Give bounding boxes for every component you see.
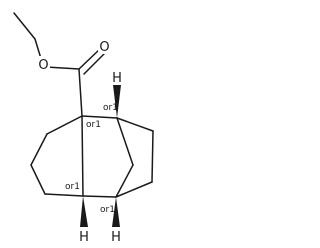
chemical-structure: O O H H H or1 or1 or1 or1	[13, 12, 154, 245]
bond-ring-c1-c2	[46, 115, 83, 135]
bond-ring-c3-c4	[30, 164, 46, 195]
carbonyl-oxygen-label: O	[99, 40, 109, 55]
wedge-top-bridgehead-h	[113, 85, 121, 118]
bond-ethano	[151, 130, 154, 183]
stereo-label-quaternary: or1	[86, 120, 101, 130]
wedge-bottom-bridgehead-h	[112, 197, 120, 227]
wedge-fusion-h	[80, 196, 88, 227]
top-bridgehead-hydrogen-label: H	[112, 71, 122, 86]
bond-carbonyl-double-1	[78, 47, 102, 70]
bond-quaternary-top-bridgehead	[81, 115, 118, 119]
bond-ring-c4-c5	[44, 193, 84, 197]
bond-fusion-bottom-bridgehead	[82, 195, 117, 198]
bond-top-bridgehead-ethano-1	[116, 117, 154, 132]
ester-oxygen-label: O	[38, 58, 48, 73]
stereo-label-bottom-bridgehead: or1	[100, 205, 115, 215]
bond-ethano-bottom-bridgehead	[115, 181, 153, 198]
fusion-hydrogen-label: H	[79, 230, 89, 245]
bond-ring-fusion	[81, 115, 84, 197]
carbonyl-oxygen-background	[98, 38, 111, 54]
bond-methano-bottom-bridgehead	[115, 164, 134, 198]
bond-ester-oxygen-carbonyl	[45, 66, 80, 70]
bond-carbonyl-quaternary	[78, 68, 83, 117]
bottom-bridgehead-hydrogen-label: H	[111, 230, 121, 245]
stereo-label-fusion: or1	[65, 182, 80, 192]
stereo-label-top-bridgehead: or1	[103, 103, 118, 113]
bond-methyl-methylene	[13, 12, 36, 40]
bond-ring-c2-c3	[30, 133, 48, 166]
bond-top-bridgehead-methano	[116, 117, 134, 166]
bond-carbonyl-double-2	[83, 52, 106, 75]
ester-oxygen-background	[37, 56, 50, 72]
